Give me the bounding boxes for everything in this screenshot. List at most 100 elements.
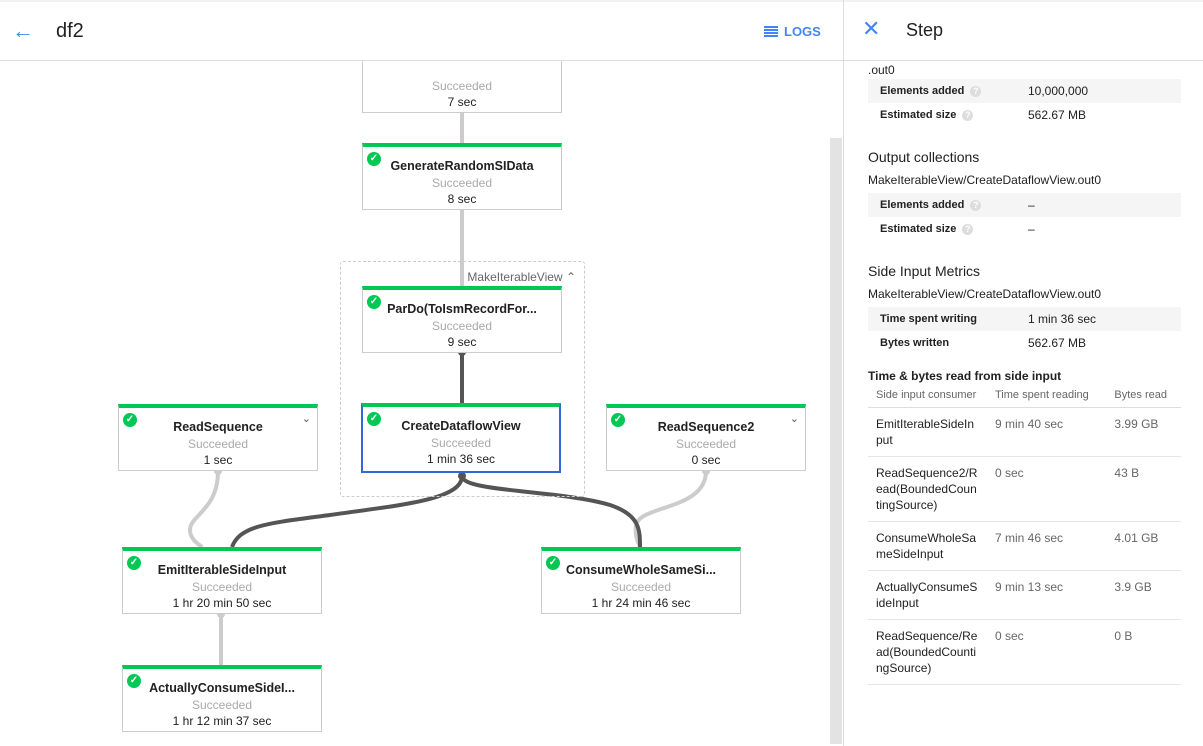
node-status: Succeeded <box>431 176 493 190</box>
metric-label: Estimated size? <box>868 109 1028 121</box>
metric-value: 562.67 MB <box>1028 108 1087 122</box>
node-status: Succeeded <box>675 437 737 451</box>
output-collections-heading: Output collections <box>868 149 980 165</box>
table-cell: EmitIterableSideInput <box>868 407 987 457</box>
metric-row: Estimated size?– <box>868 217 1181 241</box>
node-time: 1 hr 12 min 37 sec <box>172 714 272 728</box>
panel-header: ✕ Step <box>844 0 1203 61</box>
table-cell: ActuallyConsumeSideInput <box>868 570 987 620</box>
node-generaterandomsidata[interactable]: ✓ GenerateRandomSIData Succeeded 8 sec <box>362 143 562 210</box>
node-status: Succeeded <box>187 437 249 451</box>
list-icon <box>764 26 778 37</box>
column-header: Bytes read <box>1106 387 1181 408</box>
group-label[interactable]: MakeIterableView ⌃ <box>467 270 576 284</box>
node-name: ReadSequence2 <box>657 420 755 434</box>
output-metrics: Elements added?–Estimated size?– <box>868 193 1181 241</box>
table-cell: 0 B <box>1106 619 1181 685</box>
table-cell: 9 min 40 sec <box>987 407 1107 457</box>
help-icon[interactable]: ? <box>962 110 974 121</box>
output-collection-name: MakeIterableView/CreateDataflowView.out0 <box>868 173 1102 187</box>
chevron-up-icon[interactable]: ⌃ <box>565 270 576 284</box>
metric-row: Estimated size?562.67 MB <box>868 103 1181 127</box>
side-input-heading: Side Input Metrics <box>868 263 981 279</box>
table-cell: 3.99 GB <box>1106 407 1181 457</box>
check-icon: ✓ <box>123 413 137 427</box>
check-icon: ✓ <box>367 412 381 426</box>
edge <box>633 470 708 548</box>
node-status: Succeeded <box>191 580 253 594</box>
node-name: GenerateRandomSIData <box>390 159 534 173</box>
help-icon[interactable]: ? <box>962 224 974 235</box>
table-cell: ReadSequence/Read(BoundedCountingSource) <box>868 619 987 685</box>
logs-label: LOGS <box>784 24 821 39</box>
node-name: ReadSequence <box>173 420 263 434</box>
node-time: 1 sec <box>203 453 233 467</box>
node-status: Succeeded <box>431 319 493 333</box>
node-time: 1 hr 24 min 46 sec <box>591 596 691 610</box>
node-status: Succeeded <box>191 698 253 712</box>
check-icon: ✓ <box>367 295 381 309</box>
node-name: ParDo(ToIsmRecordFor... <box>387 302 537 316</box>
node-readsequence[interactable]: ✓ ⌄ ReadSequence Succeeded 1 sec <box>118 404 318 471</box>
node-status: Succeeded <box>610 580 672 594</box>
node-consumewholesamesideinput[interactable]: ✓ ConsumeWholeSameSi... Succeeded 1 hr 2… <box>541 547 741 614</box>
table-cell: 0 sec <box>987 456 1107 522</box>
metric-label: Elements added? <box>868 199 1028 211</box>
job-title: df2 <box>56 20 84 42</box>
table-cell: ReadSequence2/Read(BoundedCountingSource… <box>868 456 987 522</box>
node-readsequence2[interactable]: ✓⌄ ReadSequence2 Succeeded 0 sec <box>606 404 806 471</box>
node-actuallyconsumesideinput[interactable]: ✓ ActuallyConsumeSideI... Succeeded 1 hr… <box>122 665 322 732</box>
metric-label: Bytes written <box>880 337 950 349</box>
read-heading: Time & bytes read from side input <box>868 369 1062 383</box>
scrollbar[interactable] <box>830 138 842 744</box>
metric-row: Elements added?– <box>868 193 1181 217</box>
edge <box>460 475 642 548</box>
node-createdataflowview[interactable]: ✓ CreateDataflowView Succeeded 1 min 36 … <box>361 403 561 473</box>
input-collection-name: .out0 <box>868 63 895 77</box>
node-status: Succeeded <box>430 436 492 450</box>
column-header: Side input consumer <box>868 387 987 408</box>
table-cell: ConsumeWholeSameSideInput <box>868 521 987 571</box>
graph-canvas[interactable]: MakeIterableView ⌃ x Succeeded 7 sec ✓ G… <box>0 61 843 746</box>
check-icon: ✓ <box>367 152 381 166</box>
node-name: EmitIterableSideInput <box>157 563 287 577</box>
metric-value: – <box>1028 222 1035 236</box>
edge <box>187 470 220 549</box>
node-pardo[interactable]: ✓ ParDo(ToIsmRecordFor... Succeeded 9 se… <box>362 286 562 353</box>
group-name: MakeIterableView <box>467 270 563 284</box>
close-icon[interactable]: ✕ <box>862 16 881 41</box>
node-time: 0 sec <box>691 453 721 467</box>
edge-port <box>458 472 466 480</box>
metric-label: Elements added? <box>868 85 1028 97</box>
node-emititerablesideinput[interactable]: ✓ EmitIterableSideInput Succeeded 1 hr 2… <box>122 547 322 614</box>
node-time: 8 sec <box>447 192 477 206</box>
chevron-down-icon[interactable]: ⌄ <box>789 413 799 425</box>
node-time: 9 sec <box>447 335 477 349</box>
check-icon: ✓ <box>127 556 141 570</box>
metric-value: – <box>1028 198 1035 212</box>
node-time: 7 sec <box>447 95 477 109</box>
node-name: ActuallyConsumeSideI... <box>149 681 295 695</box>
node-top[interactable]: x Succeeded 7 sec <box>362 61 562 113</box>
metric-value: 10,000,000 <box>1028 84 1089 98</box>
node-time: 1 min 36 sec <box>426 452 496 466</box>
table-row: ReadSequence2/Read(BoundedCountingSource… <box>868 456 1181 522</box>
logs-button[interactable]: LOGS <box>764 24 821 39</box>
help-icon[interactable]: ? <box>970 200 982 211</box>
top-bar: ← df2 LOGS <box>0 0 843 61</box>
metric-label: Estimated size? <box>868 223 1028 235</box>
back-arrow-icon[interactable]: ← <box>12 18 34 43</box>
metric-row: Elements added?10,000,000 <box>868 79 1181 103</box>
side-input-table: Side input consumer Time spent reading B… <box>868 387 1181 685</box>
help-icon[interactable]: ? <box>970 86 982 97</box>
table-cell: 43 B <box>1106 456 1181 522</box>
chevron-down-icon[interactable]: ⌄ <box>301 413 311 425</box>
